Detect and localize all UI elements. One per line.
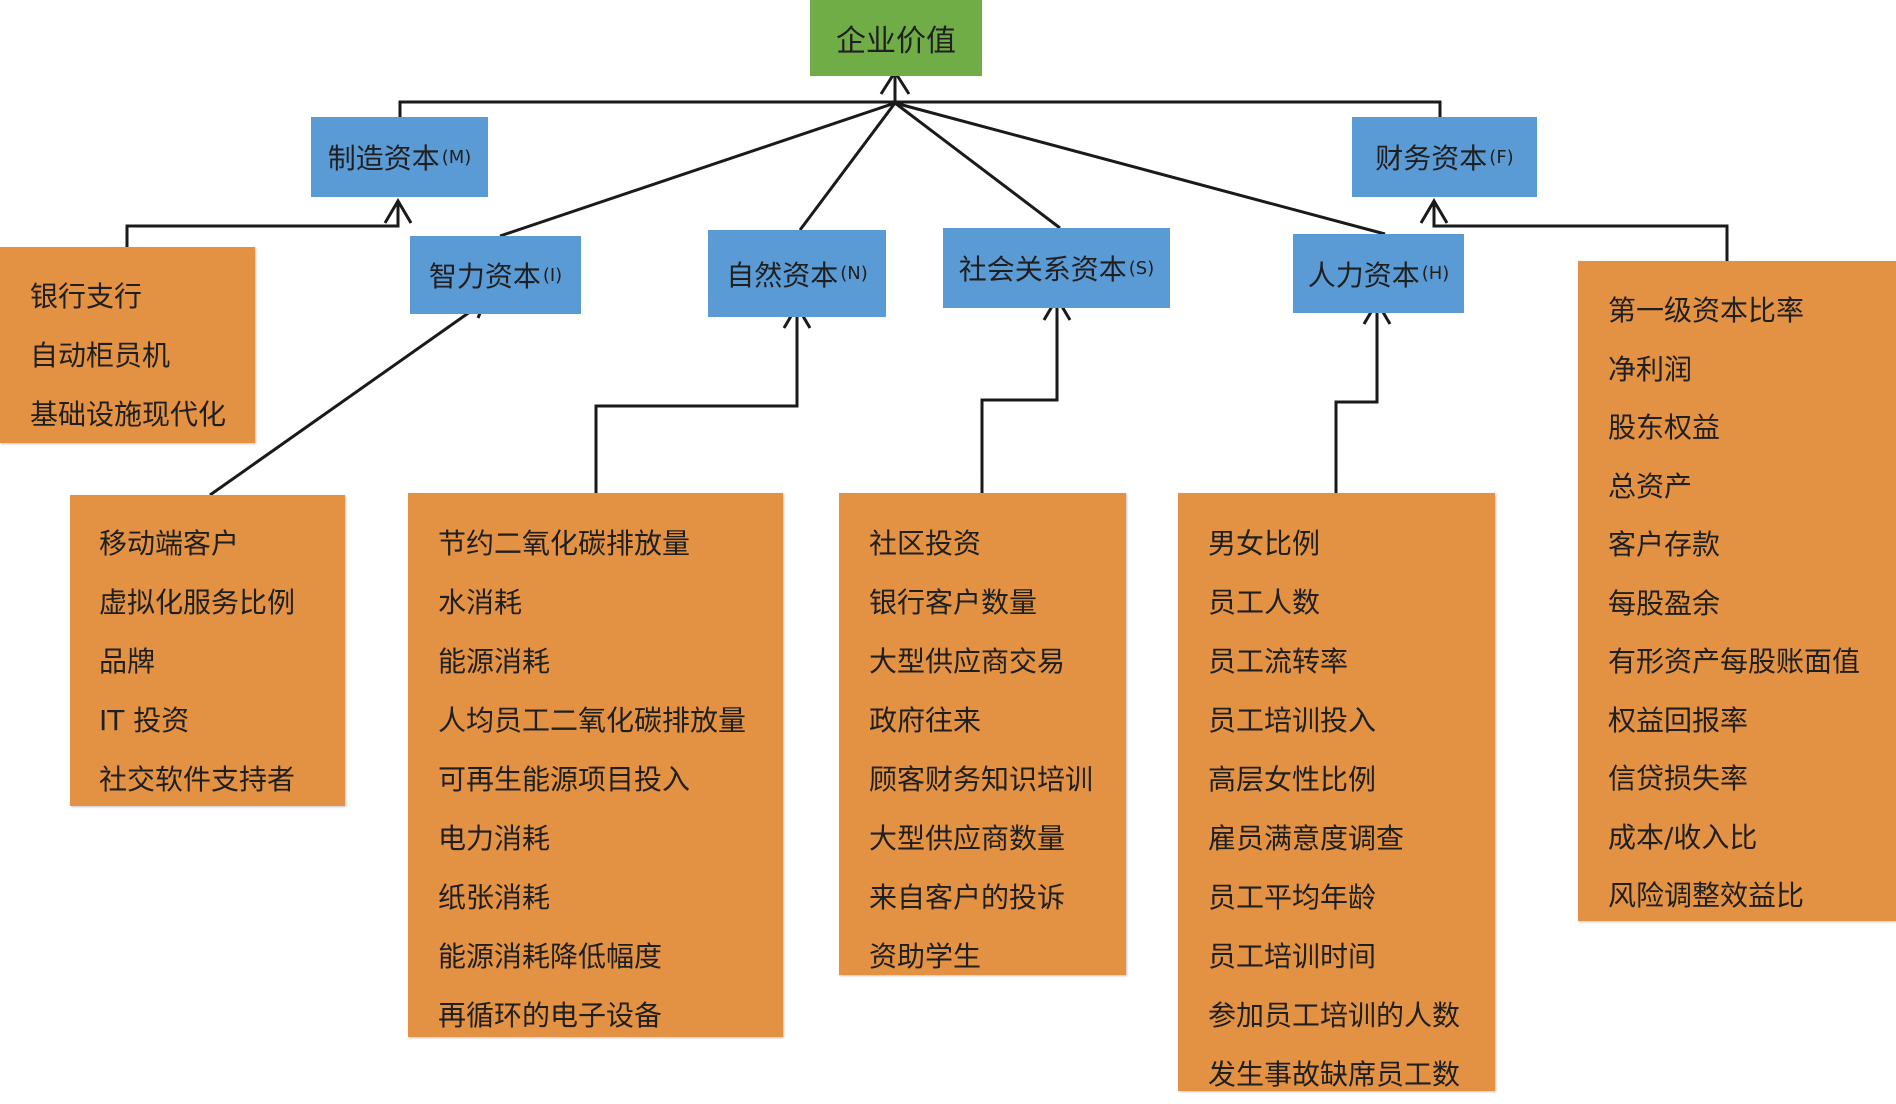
indicator-item: 员工流转率	[1208, 645, 1349, 678]
natural-capital-name: 自然资本	[726, 258, 839, 292]
manufacturing-indicators-box: 银行支行 自动柜员机 基础设施现代化	[0, 247, 255, 443]
indicator-item: 政府往来	[869, 704, 982, 737]
indicator-item: 品牌	[99, 645, 156, 678]
connector-social-to-root	[894, 101, 1061, 230]
human-capital-name: 人力资本	[1307, 258, 1420, 292]
financial-capital-name: 财务资本	[1375, 142, 1488, 175]
social-indicators-box: 社区投资 银行客户数量 大型供应商交易 政府往来 顾客财务知识培训 大型供应商数…	[839, 493, 1126, 975]
indicator-item: 总资产	[1608, 469, 1693, 503]
indicator-item: 移动端客户	[99, 527, 240, 560]
natural-capital-node: 自然资本(N)	[708, 230, 886, 317]
manufacturing-capital-code: (M)	[441, 146, 472, 168]
manufacturing-indicator-list: 银行支行 自动柜员机 基础设施现代化	[30, 267, 255, 444]
social-capital-name: 社会关系资本	[958, 253, 1127, 286]
indicator-item: 信贷损失率	[1608, 762, 1749, 795]
human-capital-code: (H)	[1421, 263, 1450, 284]
connector-box-natural	[594, 306, 799, 493]
intellectual-capital-code: (I)	[542, 264, 563, 286]
financial-indicators-box: 第一级资本比率 净利润 股东权益 总资产 客户存款 每股盈余 有形资产每股账面值…	[1578, 261, 1896, 921]
indicator-item: 人均员工二氧化碳排放量	[438, 704, 747, 737]
intellectual-indicators-box: 移动端客户 虚拟化服务比例 品牌 IT 投资 社交软件支持者	[70, 495, 345, 806]
intellectual-capital-node: 智力资本(I)	[410, 236, 581, 314]
connector-box-human	[1334, 302, 1379, 493]
indicator-item: 发生事故缺席员工数	[1208, 1058, 1461, 1091]
connector-manufacturing-to-root	[398, 100, 1442, 117]
indicator-item: 权益回报率	[1608, 703, 1749, 737]
indicator-item: 员工平均年龄	[1208, 881, 1377, 914]
indicator-item: 有形资产每股账面值	[1608, 645, 1861, 678]
arrowhead-financial	[1419, 198, 1449, 224]
connector-box-financial	[1432, 201, 1729, 261]
connector-intellectual-to-root	[499, 101, 896, 238]
indicator-item: 员工培训投入	[1208, 704, 1377, 737]
natural-capital-code: (N)	[840, 263, 868, 284]
indicator-item: 可再生能源项目投入	[438, 763, 691, 796]
connector-box-intellectual	[209, 300, 485, 497]
indicator-item: 风险调整效益比	[1608, 879, 1805, 912]
indicator-item: 男女比例	[1208, 527, 1321, 560]
indicator-item: 社区投资	[869, 527, 982, 560]
connector-box-social	[980, 298, 1059, 493]
human-indicator-list: 男女比例 员工人数 员工流转率 员工培训投入 高层女性比例 雇员满意度调查 员工…	[1208, 514, 1495, 1104]
indicator-item: 来自客户的投诉	[869, 881, 1066, 914]
connector-natural-to-root	[798, 102, 897, 231]
indicator-item: 第一级资本比率	[1608, 294, 1805, 327]
natural-indicators-box: 节约二氧化碳排放量 水消耗 能源消耗 人均员工二氧化碳排放量 可再生能源项目投入…	[408, 493, 783, 1037]
indicator-item: 大型供应商交易	[869, 645, 1066, 678]
indicator-item: 员工培训时间	[1208, 940, 1377, 973]
human-indicators-box: 男女比例 员工人数 员工流转率 员工培训投入 高层女性比例 雇员满意度调查 员工…	[1178, 493, 1495, 1091]
indicator-item: 高层女性比例	[1208, 763, 1377, 796]
financial-indicator-list: 第一级资本比率 净利润 股东权益 总资产 客户存款 每股盈余 有形资产每股账面值…	[1608, 282, 1896, 926]
social-indicator-list: 社区投资 银行客户数量 大型供应商交易 政府往来 顾客财务知识培训 大型供应商数…	[869, 514, 1126, 986]
indicator-item: 银行客户数量	[869, 586, 1038, 619]
indicator-item: 自动柜员机	[30, 339, 171, 372]
manufacturing-capital-name: 制造资本	[327, 142, 440, 175]
arrowhead-manufacturing	[383, 198, 413, 224]
intellectual-capital-name: 智力资本	[428, 260, 541, 293]
indicator-item: 顾客财务知识培训	[869, 763, 1094, 796]
social-capital-code: (S)	[1128, 257, 1155, 279]
indicator-item: 虚拟化服务比例	[99, 586, 296, 619]
natural-indicator-list: 节约二氧化碳排放量 水消耗 能源消耗 人均员工二氧化碳排放量 可再生能源项目投入…	[438, 514, 783, 1045]
indicator-item: 能源消耗	[438, 645, 551, 678]
indicator-item: 银行支行	[30, 280, 143, 313]
indicator-item: 每股盈余	[1608, 586, 1721, 620]
indicator-item: 大型供应商数量	[869, 822, 1066, 855]
indicator-item: 能源消耗降低幅度	[438, 940, 663, 973]
connector-box-manufacturing	[125, 201, 400, 247]
indicator-item: IT 投资	[99, 704, 190, 737]
intellectual-indicator-list: 移动端客户 虚拟化服务比例 品牌 IT 投资 社交软件支持者	[99, 514, 345, 809]
indicator-item: 参加员工培训的人数	[1208, 999, 1461, 1032]
indicator-item: 雇员满意度调查	[1208, 822, 1405, 855]
indicator-item: 社交软件支持者	[99, 763, 296, 796]
financial-capital-code: (F)	[1489, 146, 1514, 168]
indicator-item: 电力消耗	[438, 822, 551, 855]
indicator-item: 纸张消耗	[438, 881, 551, 914]
indicator-item: 员工人数	[1208, 586, 1321, 619]
enterprise-value-label: 企业价值	[836, 24, 956, 59]
financial-capital-node: 财务资本(F)	[1352, 117, 1537, 197]
manufacturing-capital-node: 制造资本(M)	[311, 117, 488, 197]
indicator-item: 净利润	[1608, 352, 1693, 386]
human-capital-node: 人力资本(H)	[1293, 234, 1464, 313]
enterprise-value-node: 企业价值	[810, 0, 982, 76]
connector-human-to-root	[894, 101, 1386, 236]
indicator-item: 客户存款	[1608, 528, 1721, 561]
social-capital-node: 社会关系资本(S)	[943, 228, 1170, 308]
indicator-item: 资助学生	[869, 940, 982, 973]
indicator-item: 再循环的电子设备	[438, 999, 663, 1032]
indicator-item: 水消耗	[438, 586, 523, 619]
indicator-item: 基础设施现代化	[30, 398, 227, 431]
indicator-item: 节约二氧化碳排放量	[438, 527, 691, 560]
indicator-item: 股东权益	[1608, 411, 1721, 444]
indicator-item: 成本/收入比	[1608, 820, 1758, 854]
